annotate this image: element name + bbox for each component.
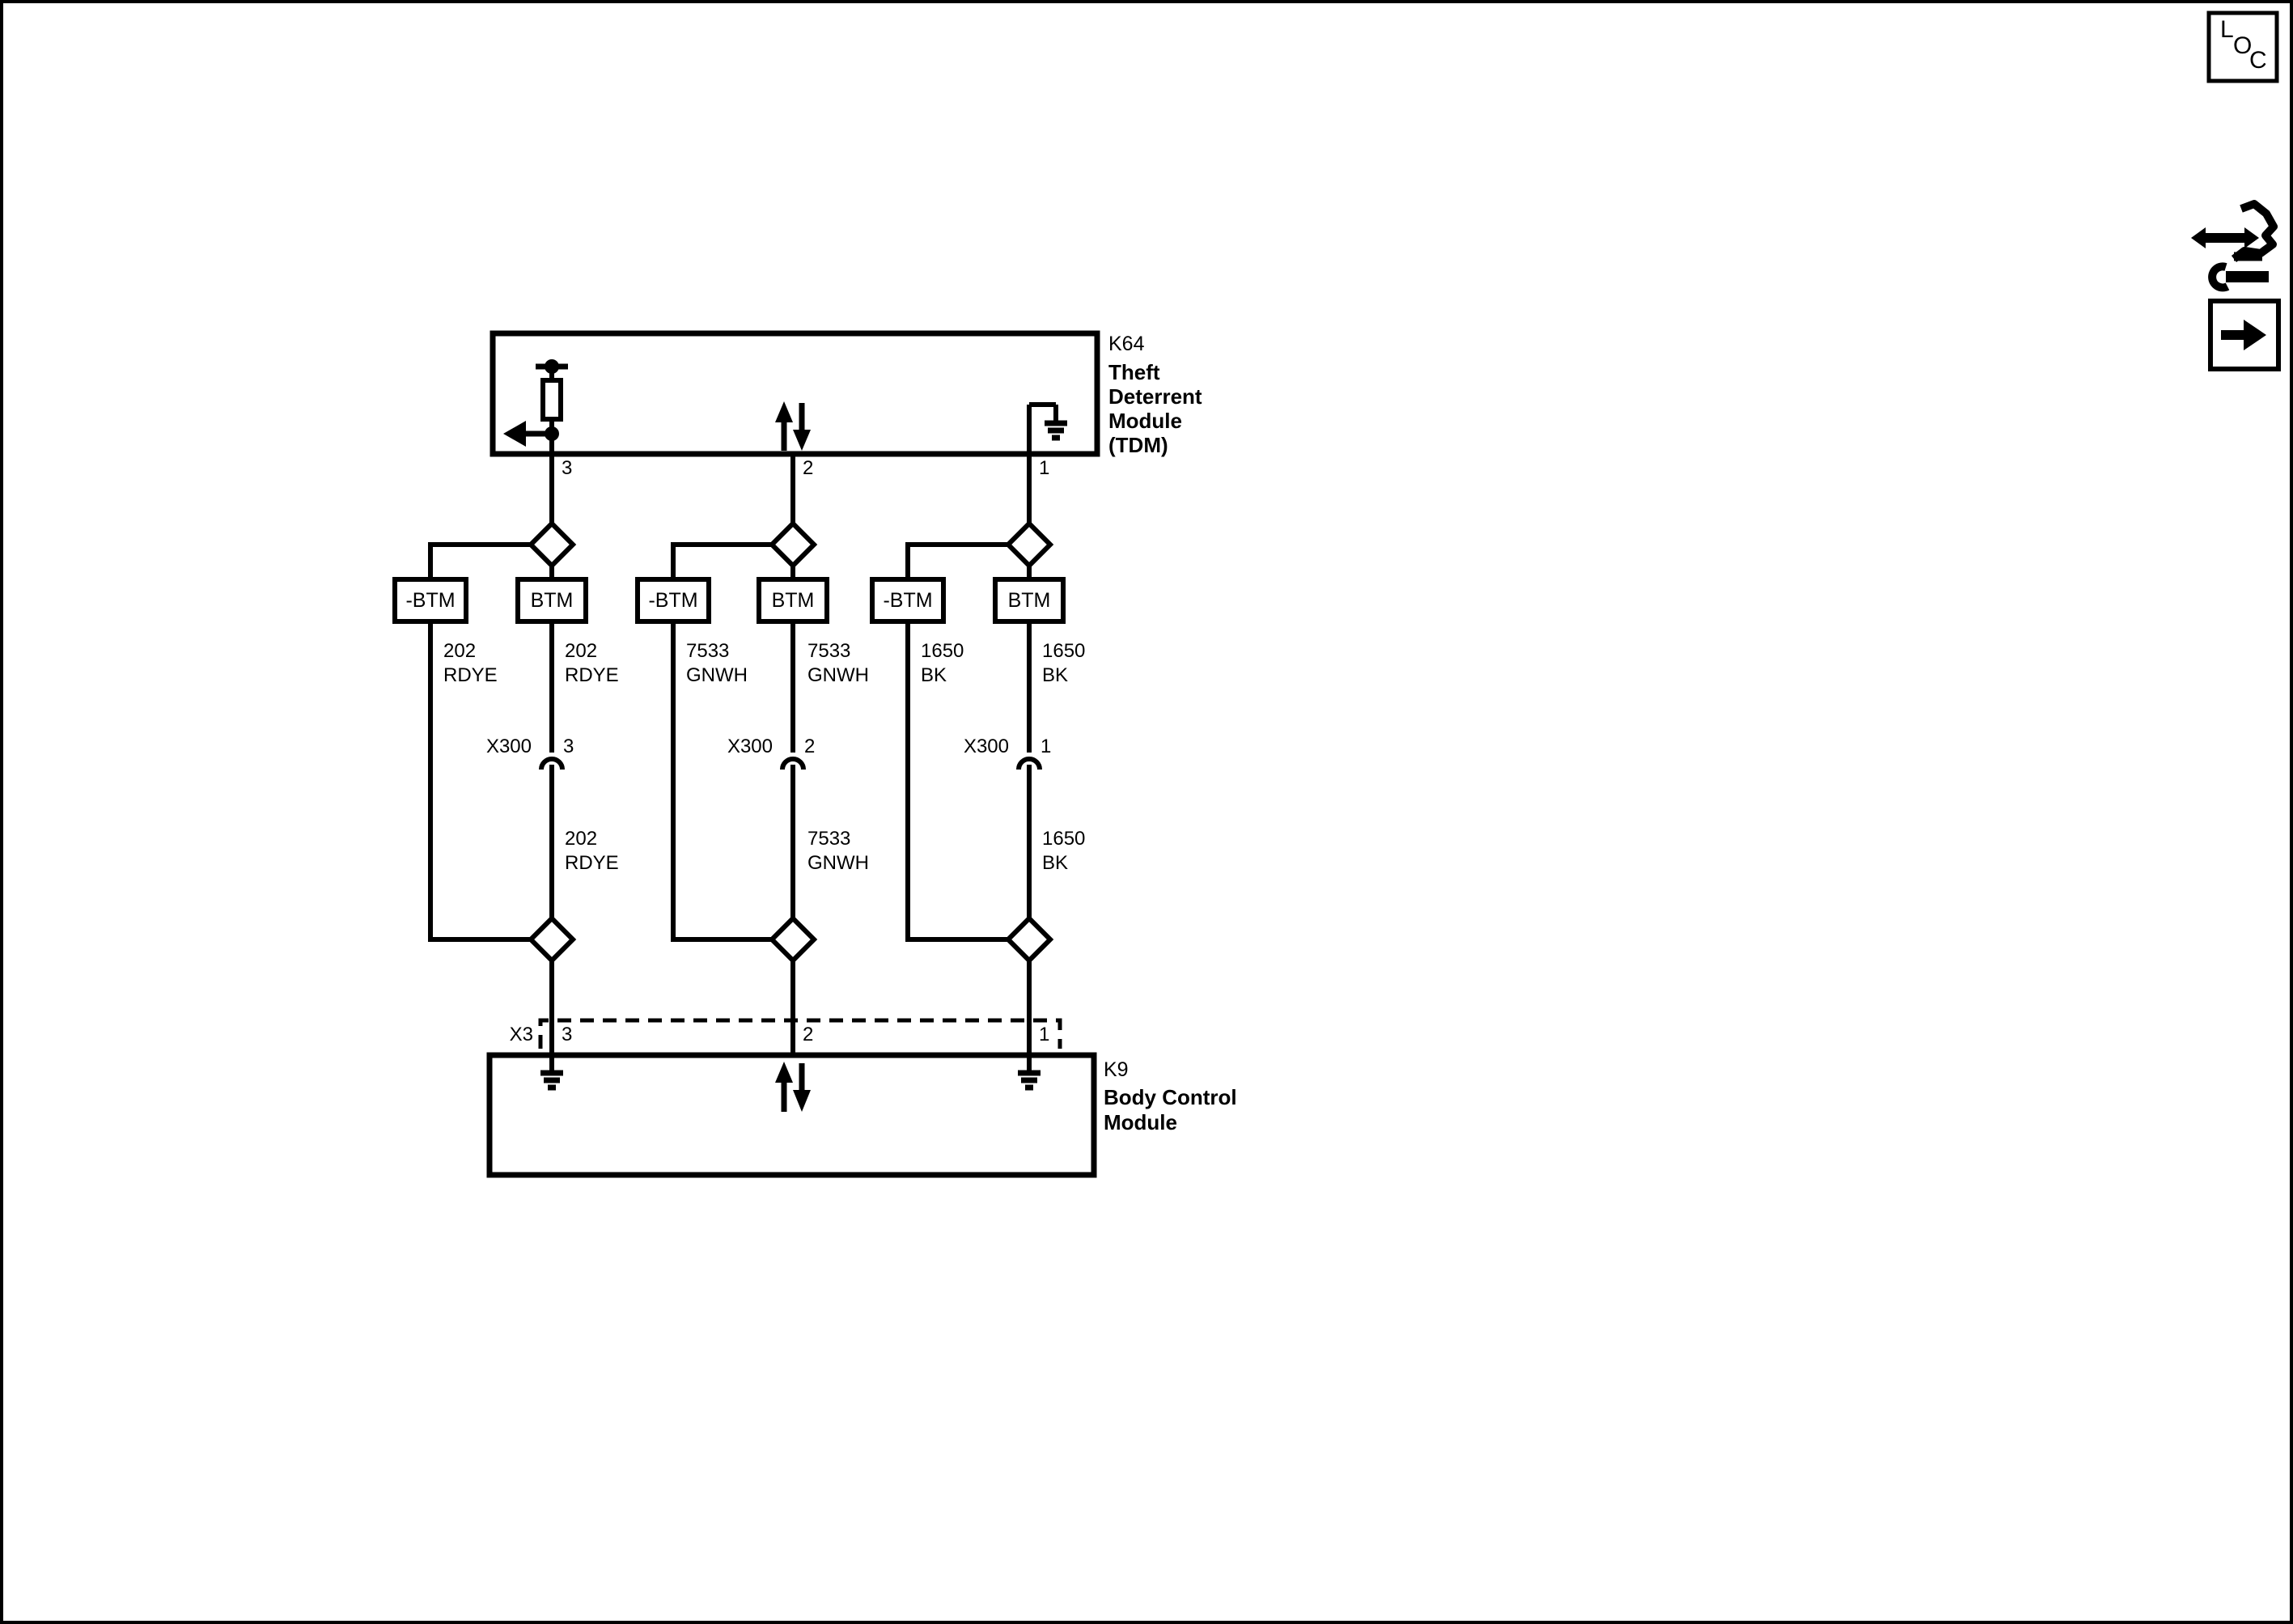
- wire-color: GNWH: [807, 664, 869, 686]
- btm-minus-box: [635, 577, 711, 624]
- detail-link-icon[interactable]: [2208, 299, 2281, 371]
- wire-color: GNWH: [686, 664, 748, 686]
- tdm-name-line: Theft: [1108, 360, 1160, 384]
- btm-plus-label: BTM: [530, 589, 574, 612]
- wire-label: 202 RDYE: [565, 827, 619, 876]
- tdm-pin-label: 1: [1039, 457, 1050, 479]
- bcm-name-line: Module: [1104, 1110, 1177, 1134]
- splice-diamond: [527, 914, 577, 965]
- bcm-connector-label: X3: [509, 1024, 533, 1045]
- wire-label: 1650 BK: [1042, 639, 1085, 688]
- circuit-number: 7533: [807, 640, 851, 662]
- bcm-ground-icon: [540, 1058, 563, 1091]
- wire-label: 7533 GNWH: [686, 639, 748, 688]
- wrench-adjust-icon[interactable]: [2191, 200, 2278, 292]
- inline-connector-arc: [1016, 757, 1042, 770]
- tdm-id-label: K64: [1108, 333, 1145, 355]
- tdm-output-arrow-icon: [503, 421, 545, 447]
- loc-letter: C: [2249, 47, 2267, 74]
- wire-label: 202 RDYE: [565, 639, 619, 688]
- inline-connector-label: X300: [485, 736, 532, 757]
- inline-connector-label: X300: [963, 736, 1009, 757]
- wire-label: 1650 BK: [1042, 827, 1085, 876]
- tdm-ground-icon: [1029, 402, 1067, 441]
- btm-plus-box: [993, 577, 1066, 624]
- wire-label: 7533 GNWH: [807, 639, 869, 688]
- splice-diamond: [527, 519, 577, 570]
- tdm-name-label: Theft Deterrent Module (TDM): [1108, 360, 1202, 457]
- circuit-number: 202: [443, 640, 477, 662]
- btm-minus-label: -BTM: [648, 589, 698, 612]
- splice-diamond: [1004, 519, 1054, 570]
- btm-minus-box: [870, 577, 946, 624]
- tdm-bidirectional-arrows-icon: [775, 401, 811, 451]
- inline-connector-pin: 2: [804, 736, 816, 757]
- btm-plus-box: [515, 577, 588, 624]
- wire-color: RDYE: [443, 664, 498, 686]
- x3-connector-dashed-line: [538, 1018, 1062, 1049]
- wire-circuit-1650: [905, 405, 1032, 1058]
- bcm-bidirectional-arrows-icon: [775, 1062, 811, 1112]
- btm-plus-box: [757, 577, 829, 624]
- inline-connector-pin: 1: [1041, 736, 1052, 757]
- bcm-ground-icon: [1018, 1058, 1041, 1091]
- tdm-pin-label: 3: [562, 457, 573, 479]
- tdm-name-line: Module: [1108, 409, 1182, 433]
- circuit-number: 202: [565, 828, 598, 850]
- inline-connector-label: X300: [727, 736, 773, 757]
- circuit-number: 7533: [686, 640, 730, 662]
- circuit-number: 1650: [1042, 828, 1086, 850]
- splice-diamond: [1004, 914, 1054, 965]
- loc-letter: O: [2233, 32, 2253, 59]
- inline-connector-pin: 3: [563, 736, 574, 757]
- wire-label: 7533 GNWH: [807, 827, 869, 876]
- tdm-box: [490, 330, 1100, 457]
- btm-plus-label: BTM: [771, 589, 815, 612]
- wire-circuit-202: [428, 419, 554, 1058]
- btm-minus-label: -BTM: [883, 589, 933, 612]
- wire-label: 202 RDYE: [443, 639, 498, 688]
- tdm-name-line: Deterrent: [1108, 384, 1202, 409]
- wire-color: RDYE: [565, 664, 619, 686]
- diagram-linework: [392, 11, 2281, 1178]
- wire-color: BK: [1042, 852, 1069, 874]
- circuit-number: 202: [565, 640, 598, 662]
- wire-color: BK: [1042, 664, 1069, 686]
- inline-connector-arc: [539, 757, 565, 770]
- bcm-name-label: Body Control Module: [1104, 1085, 1237, 1135]
- wire-color: RDYE: [565, 852, 619, 874]
- bcm-pin-label: 3: [562, 1024, 573, 1045]
- bcm-pin-label: 1: [1039, 1024, 1050, 1045]
- bcm-box: [486, 1052, 1097, 1178]
- bcm-id-label: K9: [1104, 1058, 1129, 1081]
- circuit-number: 7533: [807, 828, 851, 850]
- btm-minus-box: [392, 577, 468, 624]
- bcm-pin-label: 2: [803, 1024, 814, 1045]
- circuit-number: 1650: [1042, 640, 1086, 662]
- wire-color: BK: [921, 664, 947, 686]
- circuit-number: 1650: [921, 640, 964, 662]
- tdm-name-line: (TDM): [1108, 433, 1168, 457]
- loc-icon[interactable]: [2206, 11, 2279, 83]
- wire-label: 1650 BK: [921, 639, 964, 688]
- loc-letter: L: [2220, 16, 2234, 43]
- inline-connector-arc: [780, 757, 806, 770]
- btm-minus-label: -BTM: [405, 589, 456, 612]
- wire-color: GNWH: [807, 852, 869, 874]
- splice-diamond: [768, 519, 818, 570]
- tdm-pin-label: 2: [803, 457, 814, 479]
- btm-plus-label: BTM: [1007, 589, 1051, 612]
- splice-diamond: [768, 914, 818, 965]
- bcm-name-line: Body Control: [1104, 1085, 1237, 1109]
